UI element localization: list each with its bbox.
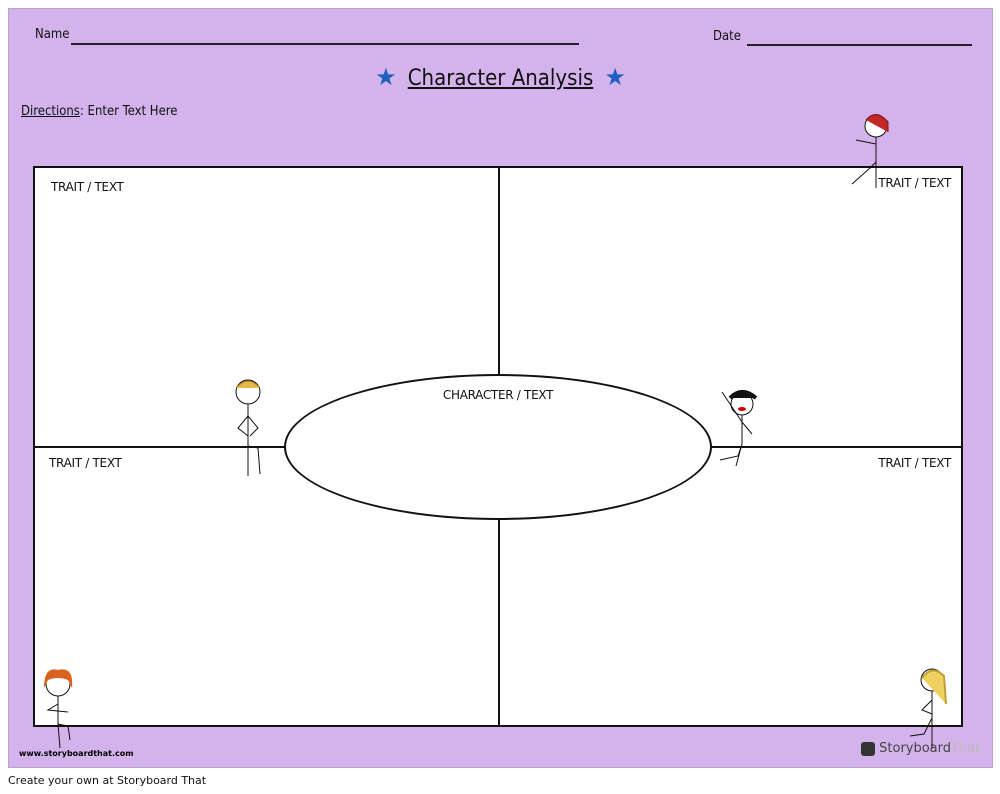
storyboardthat-logo: StoryboardThat [861,741,980,756]
footer-caption[interactable]: Create your own at Storyboard That [8,774,207,787]
stick-figure-icon [719,390,758,467]
page-title: Character Analysis [407,66,594,91]
name-field[interactable] [71,43,579,45]
character-oval: CHARACTER / TEXT [284,374,712,520]
date-field[interactable] [747,44,972,46]
trait-top-right[interactable]: TRAIT / TEXT [878,176,951,190]
character-label[interactable]: CHARACTER / TEXT [442,388,554,402]
stick-figure-icon [44,669,73,749]
star-icon: ★ [604,63,626,91]
directions-text[interactable]: : Enter Text Here [79,104,178,119]
stick-figure-icon [235,379,261,476]
trait-bottom-right[interactable]: TRAIT / TEXT [878,456,951,470]
trait-top-left[interactable]: TRAIT / TEXT [51,180,124,194]
logo-text-light: That [951,741,981,756]
trait-bottom-left[interactable]: TRAIT / TEXT [49,456,122,470]
name-label: Name [35,27,70,42]
stick-figure-icon [851,114,889,188]
stick-figure-icon [909,668,947,748]
website-text: www.storyboardthat.com [19,749,134,758]
logo-text: Storyboard [879,741,952,756]
title-row: ★ Character Analysis ★ [9,63,992,91]
directions-label: Directions [21,104,80,119]
date-label: Date [713,29,741,44]
directions: Directions: Enter Text Here [21,104,178,119]
star-icon: ★ [375,63,397,91]
logo-icon [861,741,875,756]
